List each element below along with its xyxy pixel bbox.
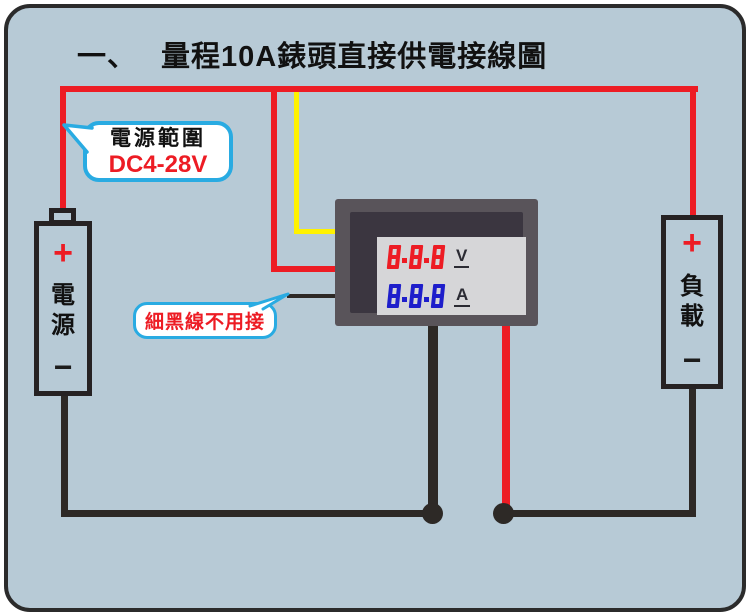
load-box: + 負 載 −	[661, 215, 723, 389]
panel-meter-display: V A	[377, 237, 526, 315]
title-index: 一、	[77, 41, 138, 73]
wire-load-negative-down	[689, 386, 696, 517]
wire-red-meter-branch-horizontal	[271, 266, 339, 272]
segment-dot	[402, 257, 407, 263]
segment-digit-8	[386, 283, 402, 308]
power-source-char-1: 電	[51, 281, 75, 309]
wire-power-source-negative-down	[61, 393, 68, 517]
wire-meter-red-down	[502, 324, 510, 514]
segment-dot	[424, 296, 429, 302]
segment-dot	[402, 296, 407, 302]
segment-digit-8	[408, 244, 424, 269]
power-source-minus-label: −	[53, 349, 73, 385]
current-unit-label: A	[454, 285, 471, 307]
voltage-unit-label: V	[454, 246, 470, 268]
wire-yellow-sense-horizontal	[294, 229, 339, 234]
wire-red-meter-branch-vertical	[271, 86, 277, 272]
title-text: 量程10A錶頭直接供電接線圖	[161, 41, 548, 73]
power-source-label: 電 源	[51, 281, 75, 341]
segment-dot	[424, 257, 429, 263]
power-range-callout-tail	[62, 123, 94, 154]
current-readout: A	[377, 276, 526, 315]
wire-bottom-right	[504, 510, 696, 517]
segment-digit-8	[408, 283, 424, 308]
power-range-value: DC4-28V	[108, 150, 208, 178]
unused-wire-text: 細黑線不用接	[144, 312, 265, 333]
load-minus-label: −	[682, 342, 702, 378]
junction-dot-left	[422, 503, 443, 524]
page-title: 一、量程10A錶頭直接供電接線圖	[77, 33, 547, 75]
voltage-readout: V	[377, 237, 526, 276]
wire-positive-top-rail	[60, 86, 698, 92]
wire-bottom-left	[61, 510, 433, 517]
junction-dot-right	[493, 503, 514, 524]
power-source-char-2: 源	[51, 311, 75, 339]
wire-thin-black-unused	[287, 294, 339, 298]
load-char-2: 載	[680, 303, 704, 330]
wire-yellow-sense-vertical	[294, 92, 299, 234]
wire-meter-black-down	[428, 324, 438, 514]
load-char-1: 負	[680, 273, 704, 300]
panel-meter-bezel: V A	[350, 212, 526, 315]
segment-digit-8	[386, 244, 402, 269]
power-source-box: + 電 源 −	[34, 221, 92, 396]
segment-digit-8	[430, 244, 446, 269]
voltage-digits	[386, 244, 446, 269]
load-plus-label: +	[682, 224, 702, 262]
segment-digit-8	[430, 283, 446, 308]
unused-wire-callout-tail	[248, 292, 290, 311]
panel-meter: V A	[335, 199, 538, 326]
unused-wire-callout: 細黑線不用接	[133, 302, 277, 339]
power-range-title: 電源範圍	[110, 126, 206, 150]
current-digits	[386, 283, 446, 308]
wire-positive-to-load	[690, 86, 696, 218]
wire-positive-to-power-source	[60, 86, 66, 213]
power-range-callout: 電源範圍 DC4-28V	[83, 121, 233, 182]
load-label: 負 載	[680, 272, 704, 332]
power-source-plus-label: +	[53, 234, 73, 272]
